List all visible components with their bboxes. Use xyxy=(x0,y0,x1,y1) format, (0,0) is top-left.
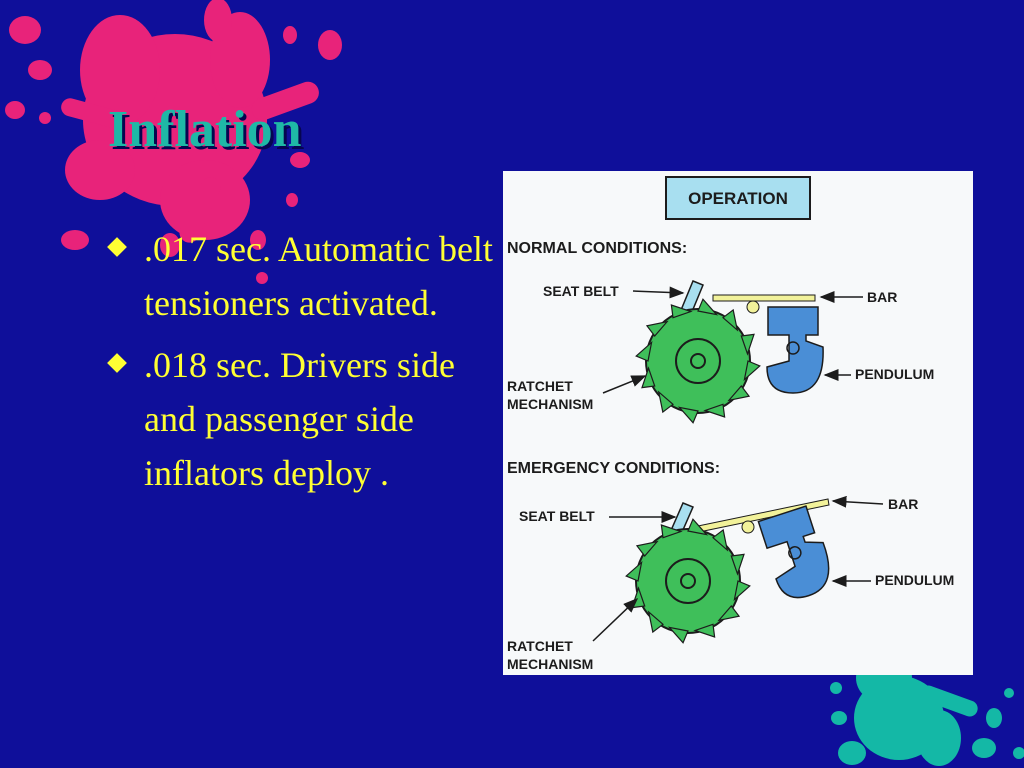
pink-paint-splat xyxy=(5,0,342,284)
normal-conditions-heading: NORMAL CONDITIONS: xyxy=(507,240,687,257)
seat-belt-label: SEAT BELT xyxy=(543,283,619,299)
ratchet-tooth xyxy=(645,320,669,337)
diamond-bullet-icon xyxy=(107,353,127,373)
ratchet-tooth xyxy=(743,360,761,382)
ratchet-tooth xyxy=(670,304,693,319)
bullet-item: .017 sec. Automatic belt tensioners acti… xyxy=(107,222,508,330)
ratchet-gear xyxy=(625,518,751,644)
pendulum-label: PENDULUM xyxy=(875,572,954,588)
ratchet-label-line2: MECHANISM xyxy=(507,396,593,412)
ratchet-tooth xyxy=(733,580,751,602)
ratchet-tooth xyxy=(677,406,699,424)
slide-title: Inflation xyxy=(108,101,302,158)
diagram-svg: OPERATION NORMAL CONDITIONS: SEAT BELT B… xyxy=(507,176,954,672)
ratchet-tooth xyxy=(740,333,755,356)
teal-paint-splat xyxy=(830,658,1024,766)
seat-belt-label: SEAT BELT xyxy=(519,508,595,524)
bar-pivot xyxy=(741,520,755,534)
bar-label: BAR xyxy=(888,496,918,512)
ratchet-tooth xyxy=(717,605,741,622)
bullet-list: .017 sec. Automatic belt tensioners acti… xyxy=(107,222,508,508)
pendulum xyxy=(766,306,824,394)
ratchet-tooth xyxy=(703,403,726,418)
ratchet-tooth xyxy=(660,524,683,539)
ratchet-tooth xyxy=(722,308,739,332)
ratchet-tooth xyxy=(647,610,664,634)
seat-belt-operation-diagram: OPERATION NORMAL CONDITIONS: SEAT BELT B… xyxy=(503,171,973,675)
ratchet-tooth xyxy=(727,385,751,402)
pendulum-label: PENDULUM xyxy=(855,366,934,382)
operation-header: OPERATION xyxy=(688,189,788,208)
ratchet-tooth xyxy=(635,340,653,362)
ratchet-tooth xyxy=(625,560,643,582)
ratchet-gear xyxy=(635,298,761,424)
operation-header-box xyxy=(665,176,811,220)
bar-pivot xyxy=(746,300,760,314)
ratchet-tooth xyxy=(730,553,745,576)
bullet-text: .018 sec. Drivers side and passenger sid… xyxy=(144,345,455,493)
bar-label: BAR xyxy=(867,289,897,305)
ratchet-tooth xyxy=(693,623,716,638)
ratchet-tooth xyxy=(667,626,689,644)
diamond-bullet-icon xyxy=(107,237,127,257)
ratchet-tooth xyxy=(687,518,709,536)
ratchet-tooth xyxy=(657,390,674,414)
ratchet-label-line1: RATCHET xyxy=(507,638,573,654)
bullet-text: .017 sec. Automatic belt tensioners acti… xyxy=(144,229,493,323)
ratchet-label-line2: MECHANISM xyxy=(507,656,593,672)
bar xyxy=(712,294,816,302)
ratchet-tooth xyxy=(712,528,729,552)
bullet-item: .018 sec. Drivers side and passenger sid… xyxy=(107,338,508,500)
pendulum-swung xyxy=(757,505,830,599)
emergency-conditions-heading: EMERGENCY CONDITIONS: xyxy=(507,460,720,477)
ratchet-tooth xyxy=(635,540,659,557)
ratchet-label-line1: RATCHET xyxy=(507,378,573,394)
ratchet-tooth xyxy=(697,298,719,316)
